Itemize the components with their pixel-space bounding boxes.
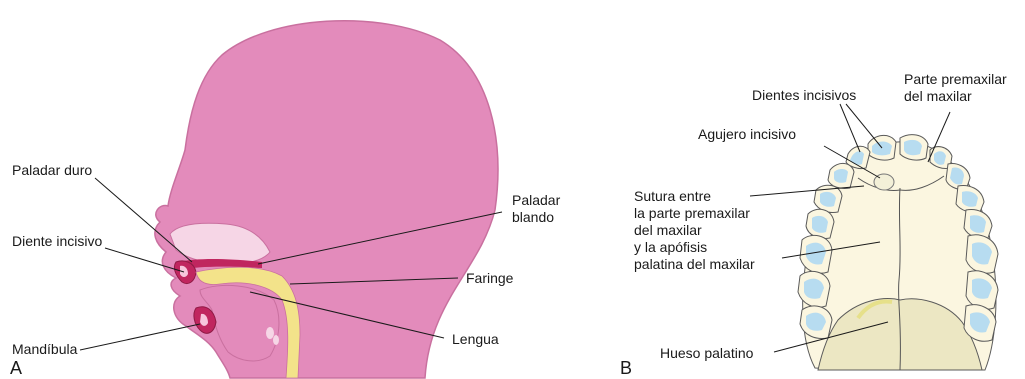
panel-b: Dientes incisivos Parte premaxilar del m… bbox=[620, 71, 1007, 378]
label-diente-incisivo: Diente incisivo bbox=[12, 233, 102, 249]
label-hueso-palatino: Hueso palatino bbox=[660, 345, 754, 361]
midline-suture bbox=[898, 187, 901, 371]
label-mandibula: Mandíbula bbox=[12, 341, 78, 357]
label-sutura-line3: del maxilar bbox=[634, 222, 702, 238]
panel-a: Paladar duro Diente incisivo Mandíbula P… bbox=[10, 19, 561, 379]
leader-diente-incisivo bbox=[104, 247, 185, 273]
leader-faringe bbox=[289, 277, 459, 285]
label-sutura-line2: la parte premaxilar bbox=[634, 205, 750, 221]
leader-sutura-2 bbox=[781, 241, 881, 259]
label-faringe: Faringe bbox=[466, 270, 514, 286]
palatine-highlight bbox=[856, 299, 893, 320]
label-agujero-incisivo: Agujero incisivo bbox=[698, 126, 796, 142]
left-teeth bbox=[797, 163, 855, 339]
leader-mandibula bbox=[79, 323, 201, 351]
label-parte-premaxilar-line1: Parte premaxilar bbox=[904, 71, 1007, 87]
tongue bbox=[199, 284, 280, 362]
leader-hueso-palatino bbox=[773, 321, 889, 353]
panel-letter-a: A bbox=[10, 358, 22, 378]
right-teeth bbox=[945, 163, 999, 342]
leader-lengua bbox=[249, 291, 445, 339]
leader-parte-premaxilar bbox=[927, 111, 951, 163]
leader-agujero-incisivo bbox=[823, 145, 881, 179]
leader-sutura-1 bbox=[749, 185, 865, 197]
label-paladar-blando-line1: Paladar bbox=[512, 192, 561, 208]
pharynx bbox=[195, 266, 301, 379]
leader-dientes-incisivos-2 bbox=[845, 103, 883, 149]
label-sutura-line4: y la apófisis bbox=[634, 239, 707, 255]
label-sutura-line1: Sutura entre bbox=[634, 188, 711, 204]
leader-paladar-duro bbox=[94, 177, 193, 263]
label-lengua: Lengua bbox=[452, 331, 499, 347]
lower-incisor-enamel bbox=[200, 313, 208, 326]
label-sutura-line5: palatina del maxilar bbox=[634, 256, 755, 272]
premaxillary-suture bbox=[857, 175, 945, 191]
panel-letter-b: B bbox=[620, 358, 632, 378]
leader-dientes-incisivos-1 bbox=[839, 103, 861, 153]
leader-paladar-blando bbox=[257, 211, 503, 265]
hyoid-shape bbox=[266, 327, 274, 339]
label-parte-premaxilar-line2: del maxilar bbox=[904, 88, 972, 104]
hard-palate bbox=[178, 259, 262, 270]
label-paladar-duro: Paladar duro bbox=[12, 162, 92, 178]
upper-incisor-enamel bbox=[180, 265, 188, 277]
hyoid-shape bbox=[273, 335, 279, 345]
label-paladar-blando-line2: blando bbox=[512, 209, 554, 225]
label-dientes-incisivos: Dientes incisivos bbox=[752, 87, 856, 103]
